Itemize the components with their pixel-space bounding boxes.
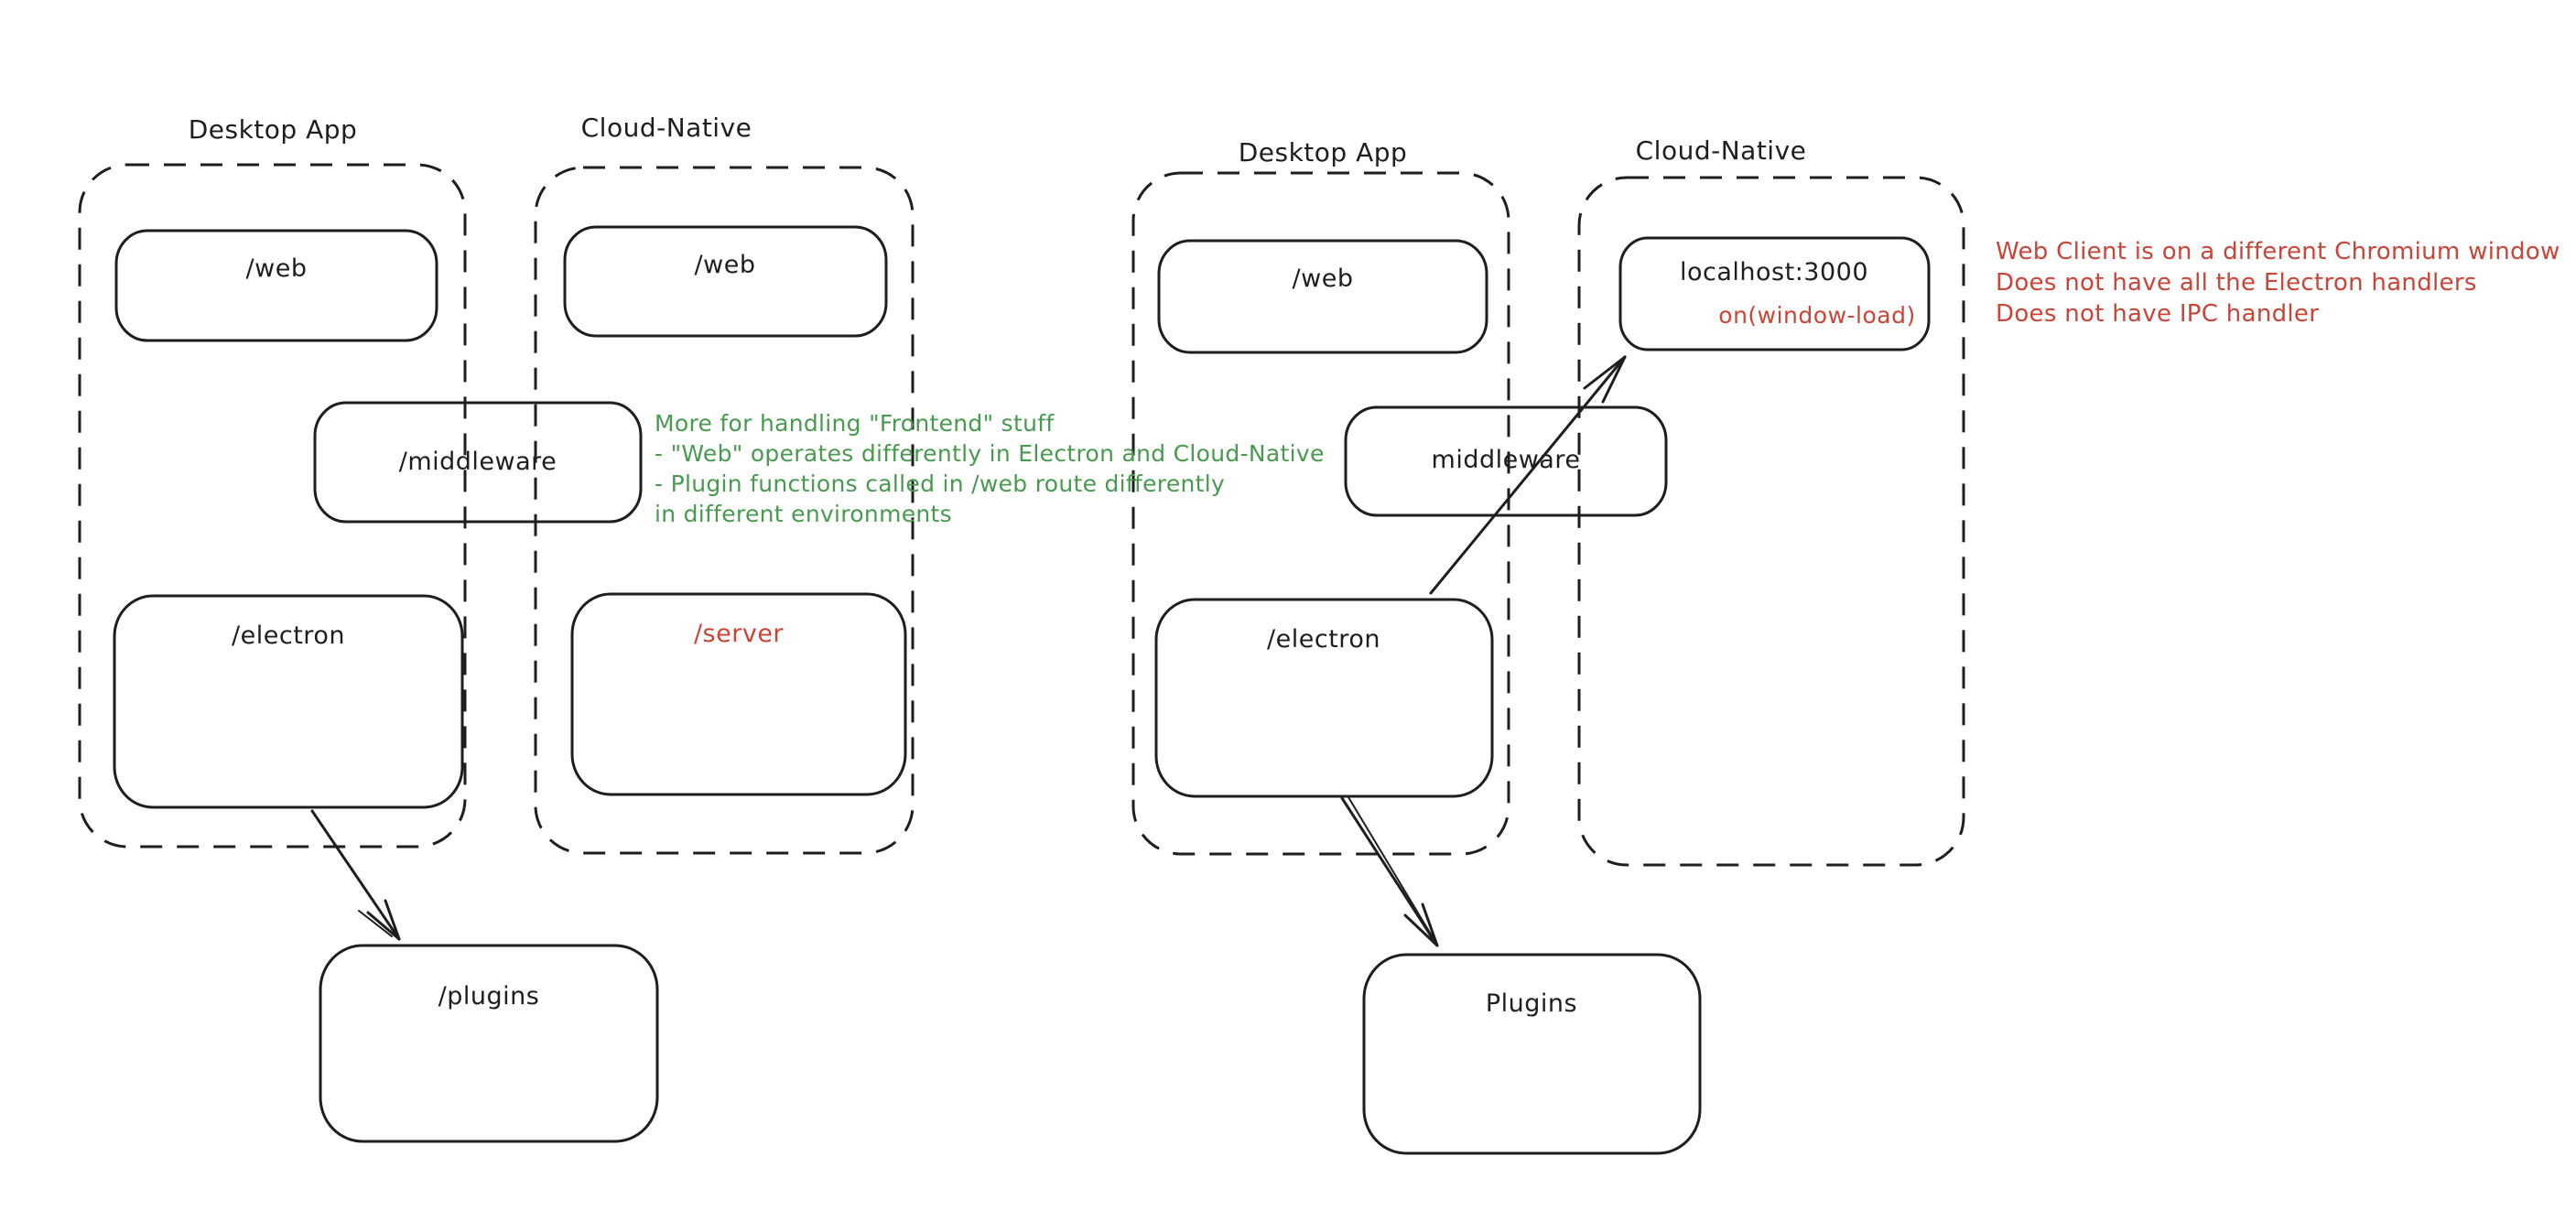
cloud-native-title-left: Cloud-Native: [580, 113, 752, 143]
arrow-electron-to-localhost-right: [1429, 355, 1627, 595]
web-box-desktop-left: [114, 229, 438, 342]
cloud-native-title-right: Cloud-Native: [1635, 135, 1807, 166]
electron-label-left: /electron: [232, 621, 345, 650]
middleware-box-left: [313, 401, 643, 524]
green-note-line-3: - Plugin functions called in /web route …: [655, 470, 1226, 497]
arrow-electron-to-plugins-right: [1340, 796, 1439, 947]
red-note-line-2: Does not have all the Electron handlers: [1996, 269, 2477, 297]
red-note: Web Client is on a different Chromium wi…: [1996, 236, 2560, 330]
localhost-box-right: [1618, 236, 1931, 351]
electron-box-left: [113, 594, 464, 809]
web-label-cloud-left: /web: [694, 251, 756, 279]
electron-box-right: [1154, 598, 1494, 798]
electron-label-right: /electron: [1267, 625, 1380, 654]
plugins-label-right: Plugins: [1485, 989, 1578, 1018]
web-label-right: /web: [1292, 265, 1354, 293]
green-note-line-1: More for handling "Frontend" stuff: [655, 410, 1055, 437]
cloud-native-container-right: [1577, 176, 1965, 867]
green-note-line-4: in different environments: [655, 501, 952, 527]
middleware-label-right: middleware: [1431, 446, 1581, 474]
red-note-line-3: Does not have IPC handler: [1996, 300, 2320, 328]
middleware-box-right: [1344, 405, 1668, 517]
red-note-line-1: Web Client is on a different Chromium wi…: [1996, 238, 2560, 265]
middleware-label-left: /middleware: [398, 448, 557, 476]
web-label-desktop-left: /web: [245, 254, 308, 283]
desktop-app-container-left: [78, 163, 467, 848]
window-load-label-right: on(window-load): [1718, 302, 1916, 329]
plugins-label-left: /plugins: [438, 982, 540, 1010]
desktop-app-title-left: Desktop App: [188, 114, 358, 145]
desktop-app-title-right: Desktop App: [1238, 137, 1408, 168]
plugins-box-left: [319, 944, 659, 1143]
plugins-box-right: [1362, 953, 1702, 1155]
desktop-app-container-right: [1131, 171, 1510, 856]
web-box-right: [1157, 239, 1488, 354]
arrow-electron-to-plugins-left: [310, 809, 401, 941]
server-label-left: /server: [693, 620, 785, 648]
server-box-left: [570, 592, 907, 796]
green-note: More for handling "Frontend" stuff - "We…: [655, 408, 1325, 529]
green-note-line-2: - "Web" operates differently in Electron…: [655, 440, 1325, 467]
web-box-cloud-left: [563, 225, 888, 338]
localhost-label-right: localhost:3000: [1679, 258, 1869, 286]
